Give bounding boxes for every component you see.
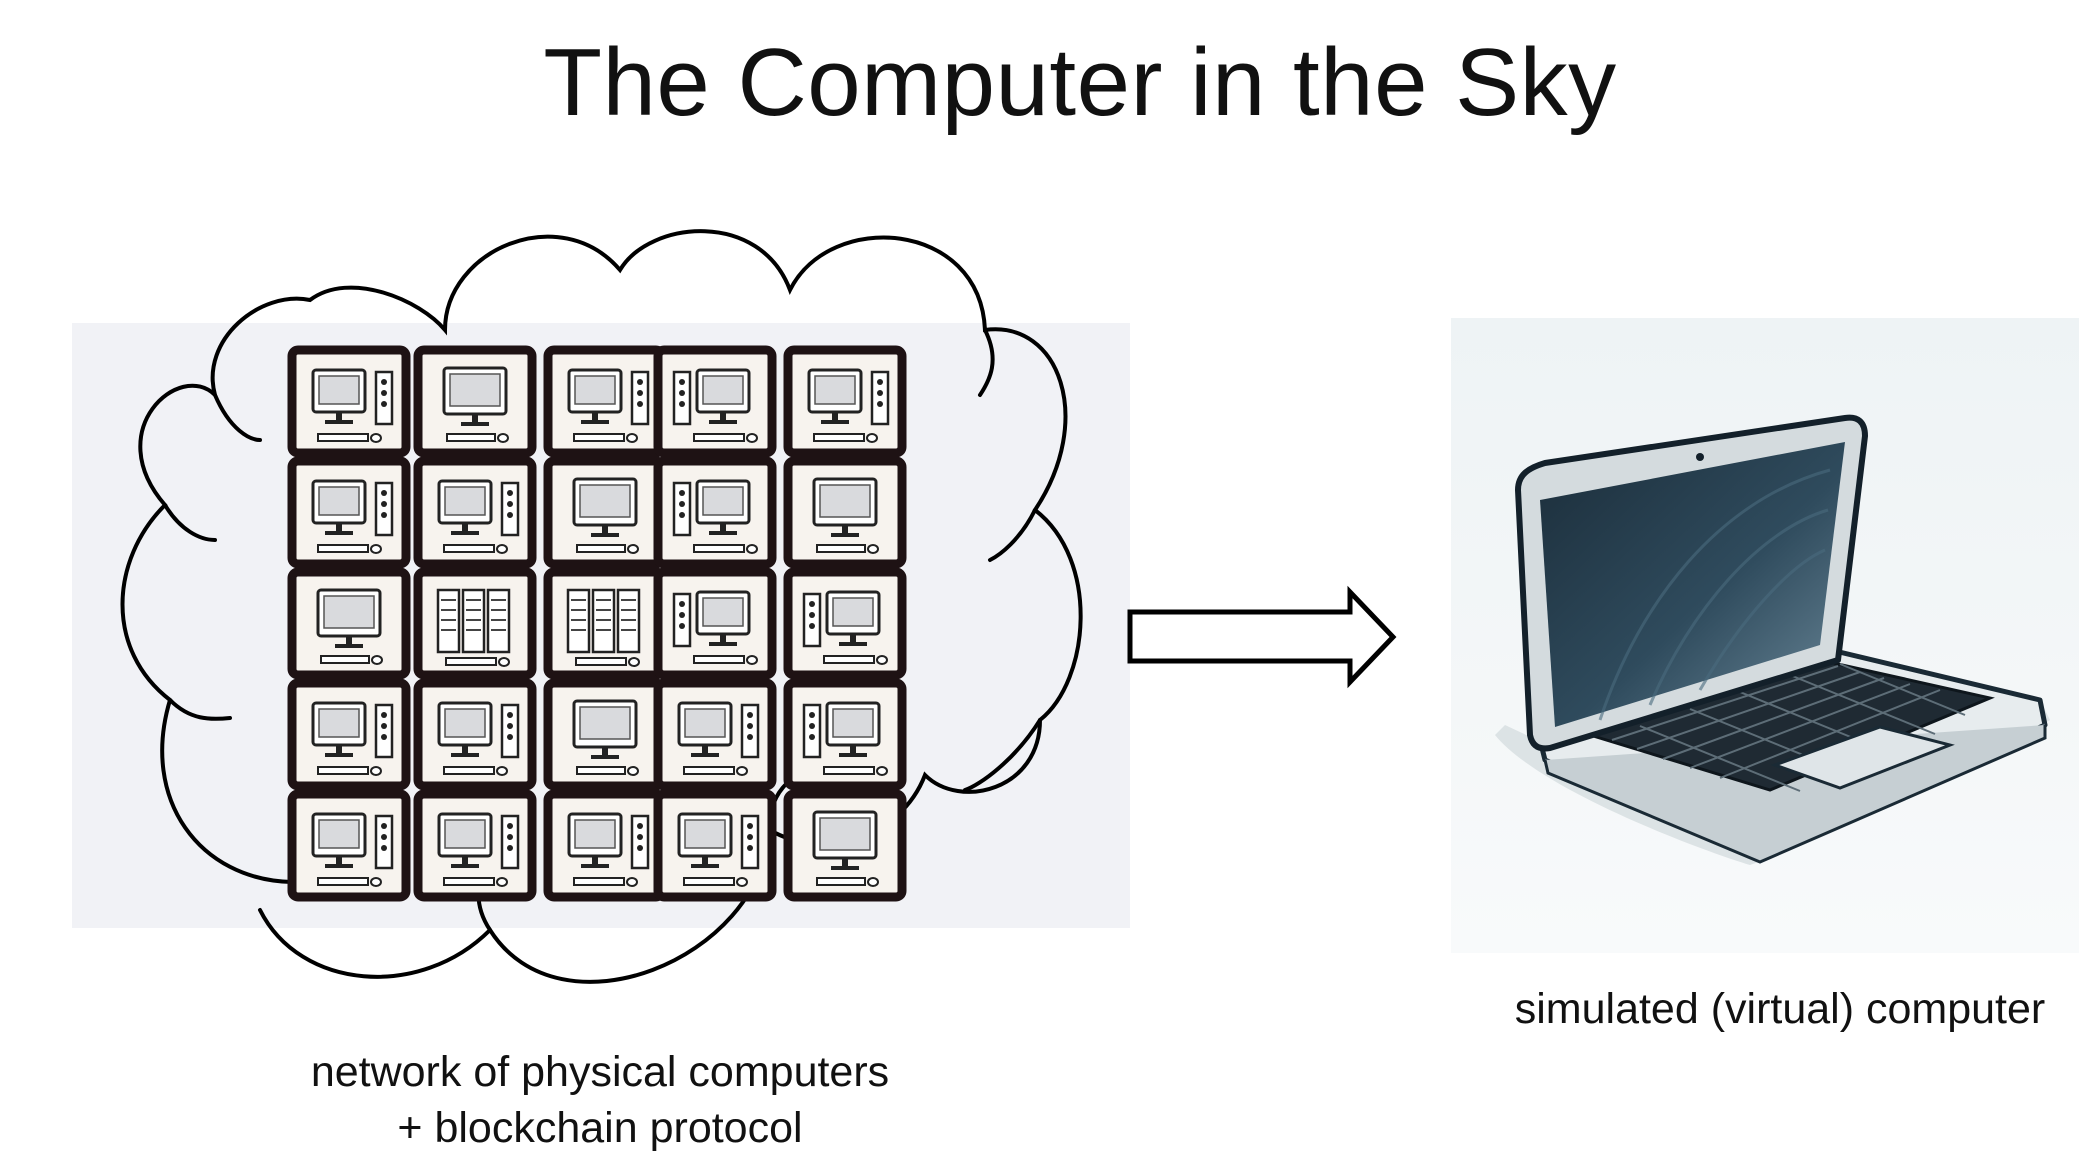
- computer-tile-icon: [413, 789, 537, 902]
- computer-tile-icon: [653, 456, 777, 569]
- computer-tile-icon: [543, 456, 667, 569]
- network-caption: network of physical computers + blockcha…: [260, 1044, 940, 1156]
- computer-tile-icon: [287, 789, 411, 902]
- computer-tile-icon: [413, 678, 537, 791]
- computer-grid: [287, 345, 907, 902]
- computer-tile-icon: [543, 678, 667, 791]
- computer-tile-icon: [783, 789, 907, 902]
- computer-tile-icon: [287, 456, 411, 569]
- arrow-icon: [1127, 585, 1397, 689]
- computer-tile-icon: [287, 567, 411, 680]
- computer-tile-icon: [287, 678, 411, 791]
- computer-tile-icon: [543, 345, 667, 458]
- computer-tile-icon: [543, 789, 667, 902]
- page-title: The Computer in the Sky: [543, 29, 1617, 136]
- computer-tile-icon: [653, 345, 777, 458]
- computer-tile-icon: [783, 567, 907, 680]
- computer-tile-icon: [413, 456, 537, 569]
- computer-tile-icon: [543, 567, 667, 680]
- computer-tile-icon: [653, 678, 777, 791]
- virtual-computer-caption: simulated (virtual) computer: [1514, 985, 2046, 1033]
- computer-tile-icon: [653, 567, 777, 680]
- computer-tile-icon: [783, 456, 907, 569]
- laptop-icon: [1495, 414, 2050, 865]
- computer-tile-icon: [783, 345, 907, 458]
- network-caption-line2: + blockchain protocol: [397, 1104, 803, 1152]
- computer-tile-icon: [413, 567, 537, 680]
- computer-tile-icon: [413, 345, 537, 458]
- computer-tile-icon: [287, 345, 411, 458]
- computer-tile-icon: [783, 678, 907, 791]
- computer-tile-icon: [653, 789, 777, 902]
- network-caption-line1: network of physical computers: [310, 1048, 890, 1096]
